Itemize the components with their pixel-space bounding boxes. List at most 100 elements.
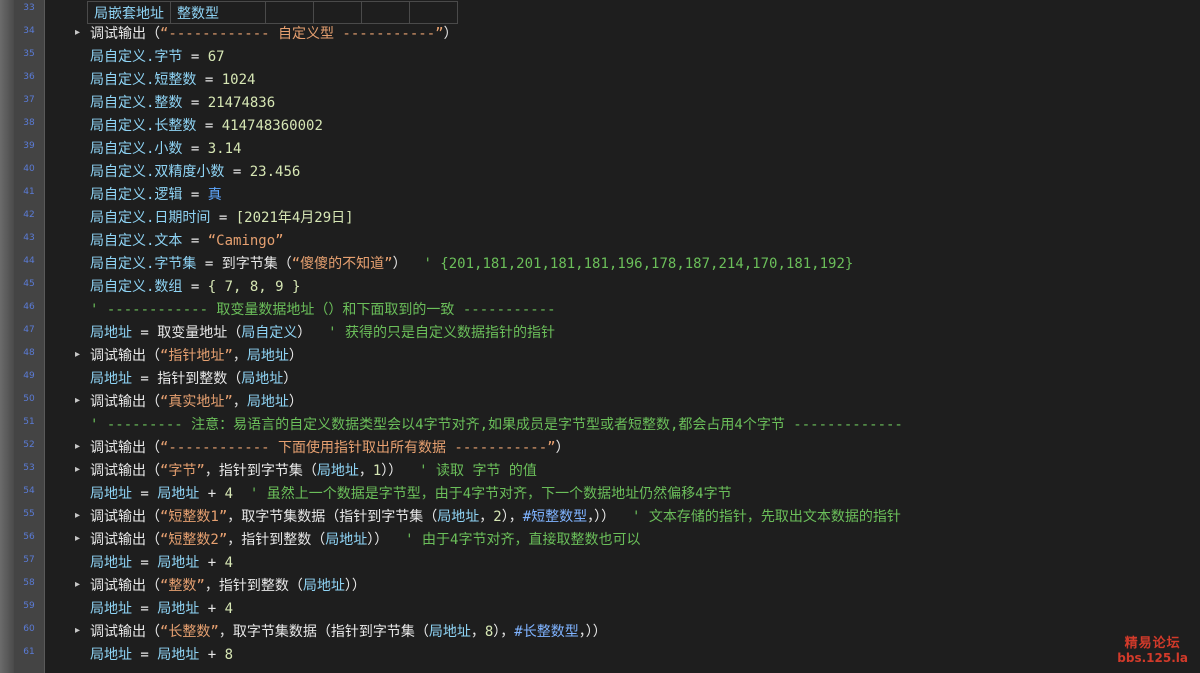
- code-text[interactable]: 局自定义.整数 = 21474836: [90, 94, 275, 113]
- code-text[interactable]: 局自定义.文本 = “Camingo”: [90, 232, 284, 251]
- code-text[interactable]: 局地址 = 局地址 + 4 ' 虽然上一个数据是字节型，由于4字节对齐，下一个数…: [90, 485, 732, 504]
- code-text[interactable]: 局地址 = 取变量地址（局自定义） ' 获得的只是自定义数据指针的指针: [90, 324, 555, 343]
- code-text[interactable]: 调试输出（“长整数”，取字节集数据（指针到字节集（局地址，8），#长整数型，））: [90, 623, 607, 642]
- code-token-key: #长整数型: [514, 624, 579, 640]
- code-token-var: 局自定义.双精度小数: [90, 164, 225, 180]
- code-token-str: “整数”: [160, 578, 205, 594]
- code-token-var: 局地址: [428, 624, 471, 640]
- code-text[interactable]: 局地址 = 局地址 + 8: [90, 646, 233, 665]
- code-token-op: =: [224, 164, 250, 180]
- code-text[interactable]: 局自定义.字节集 = 到字节集（“傻傻的不知道”） ' {201,181,201…: [90, 255, 853, 274]
- code-text[interactable]: 局地址 = 局地址 + 4: [90, 600, 233, 619]
- code-line[interactable]: 34▸调试输出（“------------ 自定义型 -----------”）: [0, 23, 1200, 46]
- code-token-op: （: [227, 325, 242, 341]
- code-token-cmt: ' 获得的只是自定义数据指针的指针: [328, 325, 556, 341]
- code-token-op: （: [146, 578, 160, 594]
- code-token-op: +: [199, 486, 225, 502]
- code-line[interactable]: 55▸调试输出（“短整数1”，取字节集数据（指针到字节集（局地址，2），#短整数…: [0, 506, 1200, 529]
- line-number: 33: [23, 3, 35, 13]
- code-text[interactable]: 调试输出（“指针地址”，局地址）: [90, 347, 303, 366]
- code-token-op: ）: [288, 394, 303, 410]
- code-token-cmt: ' ------------ 取变量数据地址（）和下面取到的一致 -------…: [90, 302, 556, 318]
- line-number: 42: [23, 210, 35, 220]
- code-text[interactable]: 局自定义.短整数 = 1024: [90, 71, 255, 90]
- code-line[interactable]: 42 局自定义.日期时间 = [2021年4月29日]: [0, 207, 1200, 230]
- code-token-op: ，: [227, 532, 242, 548]
- breakpoint-arrow-icon[interactable]: ▸: [75, 464, 81, 475]
- code-text[interactable]: 调试输出（“短整数2”，指针到整数（局地址）） ' 由于4字节对齐，直接取整数也…: [90, 531, 640, 550]
- breakpoint-arrow-icon[interactable]: ▸: [75, 441, 81, 452]
- code-token-var: 局自定义.小数: [90, 141, 183, 157]
- code-text[interactable]: 局地址 = 指针到整数（局地址）: [90, 370, 297, 389]
- line-number: 55: [23, 509, 35, 519]
- code-line[interactable]: 51' --------- 注意：易语言的自定义数据类型会以4字节对齐,如果成员…: [0, 414, 1200, 437]
- code-token-op: （: [423, 509, 438, 525]
- breakpoint-arrow-icon[interactable]: ▸: [75, 579, 81, 590]
- code-token-cmd: 到字节集: [221, 256, 278, 272]
- code-line[interactable]: 53▸调试输出（“字节”，指针到字节集（局地址，1）） ' 读取 字节 的值: [0, 460, 1200, 483]
- breakpoint-arrow-icon[interactable]: ▸: [75, 510, 81, 521]
- code-text[interactable]: 局自定义.字节 = 67: [90, 48, 225, 67]
- code-text[interactable]: 调试输出（“字节”，指针到字节集（局地址，1）） ' 读取 字节 的值: [90, 462, 537, 481]
- code-token-var: 局自定义.整数: [90, 95, 183, 111]
- code-text[interactable]: 调试输出（“------------ 下面使用指针取出所有数据 --------…: [90, 439, 570, 458]
- code-text[interactable]: 调试输出（“真实地址”，局地址）: [90, 393, 303, 412]
- code-text[interactable]: 局自定义.逻辑 = 真: [90, 186, 222, 205]
- breakpoint-arrow-icon[interactable]: ▸: [75, 349, 81, 360]
- code-line[interactable]: 52▸调试输出（“------------ 下面使用指针取出所有数据 -----…: [0, 437, 1200, 460]
- breakpoint-arrow-icon[interactable]: ▸: [75, 27, 81, 38]
- code-line[interactable]: 58▸调试输出（“整数”，指针到整数（局地址））: [0, 575, 1200, 598]
- code-text[interactable]: 局自定义.双精度小数 = 23.456: [90, 163, 300, 182]
- code-token-op: （: [302, 463, 317, 479]
- breakpoint-arrow-icon[interactable]: ▸: [75, 533, 81, 544]
- code-text[interactable]: 局自定义.数组 = { 7, 8, 9 }: [90, 278, 300, 297]
- code-token-cmt: ' {201,181,201,181,181,196,178,187,214,1…: [423, 256, 854, 272]
- breakpoint-arrow-icon[interactable]: ▸: [75, 395, 81, 406]
- code-text[interactable]: 局自定义.长整数 = 414748360002: [90, 117, 323, 136]
- breakpoint-arrow-icon[interactable]: ▸: [75, 625, 81, 636]
- code-token-op: （: [146, 440, 160, 456]
- code-token-var: 局地址: [90, 555, 132, 571]
- code-line[interactable]: 50▸调试输出（“真实地址”，局地址）: [0, 391, 1200, 414]
- code-token-op: +: [199, 601, 225, 617]
- code-text[interactable]: 局自定义.日期时间 = [2021年4月29日]: [90, 209, 354, 228]
- code-line[interactable]: 33: [0, 0, 1200, 23]
- code-text[interactable]: ' ------------ 取变量数据地址（）和下面取到的一致 -------…: [90, 301, 556, 320]
- variable-name-cell[interactable]: 局嵌套地址: [87, 1, 171, 24]
- code-text[interactable]: 局自定义.小数 = 3.14: [90, 140, 241, 159]
- code-text[interactable]: ' --------- 注意：易语言的自定义数据类型会以4字节对齐,如果成员是字…: [90, 416, 903, 435]
- code-line[interactable]: 46' ------------ 取变量数据地址（）和下面取到的一致 -----…: [0, 299, 1200, 322]
- code-text[interactable]: 局地址 = 局地址 + 4: [90, 554, 233, 573]
- code-line[interactable]: 56▸调试输出（“短整数2”，指针到整数（局地址）） ' 由于4字节对齐，直接取…: [0, 529, 1200, 552]
- code-text[interactable]: 调试输出（“短整数1”，取字节集数据（指针到字节集（局地址，2），#短整数型，）…: [90, 508, 901, 527]
- code-text[interactable]: 调试输出（“------------ 自定义型 -----------”）: [90, 25, 458, 44]
- variable-table-row[interactable]: 局嵌套地址 整数型: [87, 1, 458, 24]
- code-token-num: 4: [224, 555, 234, 571]
- code-token-cmt: ' 由于4字节对齐，直接取整数也可以: [405, 532, 641, 548]
- code-text[interactable]: 调试输出（“整数”，指针到整数（局地址））: [90, 577, 366, 596]
- code-line[interactable]: 60▸调试输出（“长整数”，取字节集数据（指针到字节集（局地址，8），#长整数型…: [0, 621, 1200, 644]
- variable-type-cell[interactable]: 整数型: [170, 1, 266, 24]
- code-line[interactable]: 48▸调试输出（“指针地址”，局地址）: [0, 345, 1200, 368]
- code-token-cmd: 调试输出: [90, 348, 146, 364]
- code-token-op: =: [132, 647, 158, 663]
- code-token-cmd: 调试输出: [90, 509, 146, 525]
- code-token-var: 局自定义.数组: [90, 279, 183, 295]
- variable-cell-empty[interactable]: [409, 1, 458, 24]
